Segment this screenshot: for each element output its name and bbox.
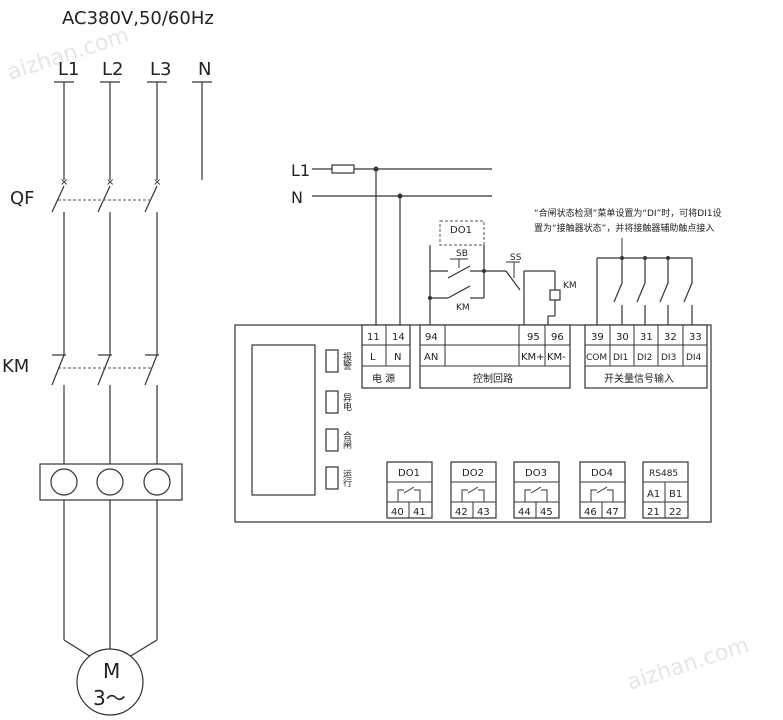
- terminal-km-plus: KM+: [521, 352, 545, 363]
- contactor-km: [51, 354, 159, 464]
- power-terminal-block: 11 14 L N 电 源: [361, 324, 411, 389]
- supply-lines: [54, 81, 212, 180]
- led-power: [325, 390, 339, 414]
- breaker-label: QF: [10, 188, 35, 209]
- km-coil-icon: [549, 289, 561, 301]
- terminal-43: 43: [477, 507, 490, 518]
- rs485-block: RS485 A1 B1 21 22: [642, 461, 689, 519]
- motor-label: M: [103, 659, 120, 683]
- terminal-di1: DI1: [613, 353, 628, 363]
- terminal-di2: DI2: [637, 353, 652, 363]
- motor-sub-label: 3～: [93, 686, 126, 710]
- terminal-47: 47: [606, 507, 619, 518]
- phase-label-l3: L3: [150, 59, 171, 80]
- led-closed: [325, 428, 339, 452]
- terminal-30: 30: [616, 332, 629, 343]
- control-logic: DO1 SB KM SS KM: [428, 220, 577, 325]
- km-aux-label: KM: [456, 303, 470, 313]
- terminal-an: AN: [424, 352, 438, 363]
- sb-label: SB: [456, 249, 468, 259]
- breaker-qf: × × ×: [51, 177, 161, 355]
- output-do1: DO1 40 41: [386, 461, 433, 519]
- fuse-icon: [331, 164, 355, 174]
- phase-label-n: N: [198, 59, 211, 80]
- relay-contact-icon: [590, 486, 614, 502]
- terminal-a1: A1: [647, 489, 660, 500]
- di-switches: [596, 256, 693, 325]
- terminal-11: 11: [367, 332, 380, 343]
- note-line2: 置为“接触器状态”，并将接触器辅助触点接入: [534, 222, 714, 234]
- do1-name: DO1: [398, 468, 420, 479]
- relay-contact-icon: [524, 486, 548, 502]
- supply-title: AC380V,50/60Hz: [62, 8, 214, 29]
- phase-label-l2: L2: [102, 59, 123, 80]
- led-running: [325, 466, 339, 490]
- led-alarm-label: 报警: [341, 351, 352, 371]
- phase-label-l1: L1: [58, 59, 79, 80]
- do4-name: DO4: [591, 468, 613, 479]
- led-closed-label: 合闸: [341, 430, 352, 450]
- control-caption: 控制回路: [473, 372, 513, 385]
- terminal-41: 41: [413, 507, 426, 518]
- terminal-com: COM: [586, 353, 607, 363]
- do3-name: DO3: [525, 468, 547, 479]
- note-line1: “合闸状态检测”菜单设置为“DI”时，可将DI1设: [534, 207, 722, 219]
- watermark-bottom: aizhan.com: [624, 633, 752, 696]
- contactor-label: KM: [2, 356, 29, 377]
- terminal-di3: DI3: [661, 353, 676, 363]
- relay-contact-icon: [461, 486, 485, 502]
- rs485-name: RS485: [649, 469, 678, 479]
- control-terminal-block: 94 95 96 AN KM+ KM- 控制回路: [419, 324, 571, 389]
- motor: M 3～: [76, 648, 144, 716]
- terminal-22: 22: [669, 507, 682, 518]
- do1-label: DO1: [450, 225, 472, 236]
- km-coil-label: KM: [563, 281, 577, 291]
- svg-text:×: ×: [153, 177, 161, 188]
- output-do4: DO4 46 47: [579, 461, 626, 519]
- control-bus: [312, 164, 492, 325]
- terminal-94: 94: [425, 332, 438, 343]
- terminal-95: 95: [527, 332, 540, 343]
- led-indicators: 报警 异电 合闸 运行: [325, 349, 352, 490]
- terminal-l: L: [370, 352, 376, 363]
- current-transformer: [39, 463, 183, 501]
- terminal-14: 14: [392, 332, 405, 343]
- ss-label: SS: [510, 253, 522, 263]
- terminal-n: N: [394, 352, 401, 363]
- terminal-21: 21: [647, 507, 660, 518]
- lcd-display: [251, 344, 316, 496]
- terminal-b1: B1: [669, 489, 682, 500]
- led-running-label: 运行: [341, 469, 352, 488]
- terminal-45: 45: [540, 507, 553, 518]
- terminal-32: 32: [664, 332, 677, 343]
- output-do3: DO3 44 45: [513, 461, 560, 519]
- svg-text:×: ×: [106, 177, 114, 188]
- terminal-di4: DI4: [686, 353, 702, 363]
- led-alarm: [325, 349, 339, 373]
- terminal-33: 33: [689, 332, 702, 343]
- power-caption: 电 源: [372, 372, 395, 385]
- terminal-39: 39: [591, 332, 604, 343]
- terminal-96: 96: [551, 332, 564, 343]
- terminal-44: 44: [518, 507, 531, 518]
- terminal-46: 46: [584, 507, 597, 518]
- output-do2: DO2 42 43: [450, 461, 497, 519]
- do2-name: DO2: [462, 468, 484, 479]
- motor-leads: [63, 500, 158, 661]
- terminal-km-minus: KM-: [547, 352, 566, 363]
- terminal-31: 31: [640, 332, 653, 343]
- relay-contact-icon: [397, 486, 421, 502]
- control-l1-label: L1: [291, 161, 310, 180]
- svg-text:×: ×: [60, 177, 68, 188]
- control-n-label: N: [291, 188, 303, 207]
- di-terminal-block: 39 30 31 32 33 COM DI1 DI2 DI3 DI4 开关量信号…: [584, 324, 708, 389]
- terminal-40: 40: [391, 507, 404, 518]
- di-caption: 开关量信号输入: [604, 372, 674, 385]
- terminal-42: 42: [455, 507, 468, 518]
- led-power-label: 异电: [341, 393, 352, 411]
